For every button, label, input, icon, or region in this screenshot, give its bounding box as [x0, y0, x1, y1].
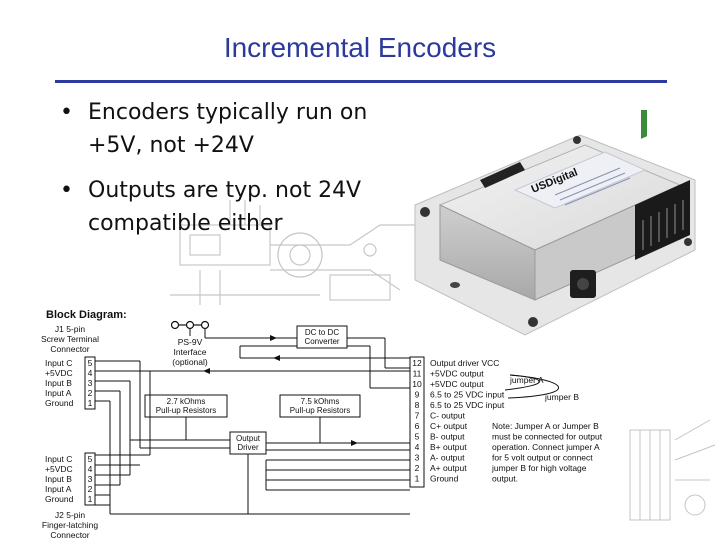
note-line: for 5 volt output or connect — [492, 453, 593, 463]
jumper-a-label: jumper A — [509, 375, 544, 385]
jumper-note: Note: Jumper A or Jumper B must be conne… — [491, 421, 603, 484]
j2-pin-number: 3 — [88, 474, 93, 484]
output-pin-number: 12 — [412, 358, 422, 368]
j2-label: Connector — [50, 530, 89, 540]
note-line: must be connected for output — [492, 432, 603, 442]
j1-pin-name: Input C — [45, 358, 72, 368]
slide-title: Incremental Encoders — [223, 32, 497, 63]
output-pin-name: B+ output — [430, 442, 467, 452]
j2-label: Finger-latching — [42, 520, 98, 530]
ps9v-label: (optional) — [172, 357, 208, 367]
encoder-device-photo: USDigital — [414, 110, 696, 336]
dc-converter-box — [296, 325, 348, 349]
j1-label: Screw Terminal — [41, 334, 99, 344]
j1-pin-name: Input A — [45, 388, 72, 398]
j1-pin-name: +5VDC — [45, 368, 73, 378]
j2-pin-name: Input A — [45, 484, 72, 494]
output-pin-name: C- output — [430, 411, 466, 421]
jumper-lines — [504, 374, 559, 399]
diagram-wiring — [95, 328, 411, 515]
j1-pins: Input C +5VDC Input B Input A Ground 5 4… — [45, 356, 96, 410]
ps9v-connector-icon — [170, 320, 210, 330]
output-pin-number: 2 — [415, 463, 420, 473]
output-pin-number: 4 — [415, 442, 420, 452]
output-pin-name: C+ output — [430, 421, 468, 431]
output-driver-label: Output — [236, 434, 261, 443]
output-pins: 12 11 10 9 8 7 6 5 4 3 2 1 Output driver… — [412, 358, 505, 484]
dc-converter-label: Converter — [304, 337, 339, 346]
j2-pins: Input C +5VDC Input B Input A Ground 5 4… — [45, 452, 96, 506]
block-diagram-heading: Block Diagram: — [46, 309, 127, 321]
output-pin-name: 6.5 to 25 VDC input — [430, 400, 505, 410]
output-pin-number: 10 — [412, 379, 422, 389]
j2-label: J2 5-pin — [55, 510, 86, 520]
j1-pin-name: Input B — [45, 378, 72, 388]
resistor-2k7-label: Pull-up Resistors — [156, 406, 216, 415]
j2-pin-number: 1 — [88, 494, 93, 504]
output-pin-name: +5VDC output — [430, 379, 484, 389]
output-pin-number: 5 — [415, 432, 420, 442]
bullet-item: Encoders typically run on +5V, not +24V — [58, 96, 418, 162]
diagram-arrows — [203, 335, 358, 446]
output-pin-number: 11 — [413, 369, 422, 379]
j1-pin-number: 2 — [88, 388, 93, 398]
resistor-2k7-label: 2.7 kOhms — [167, 397, 206, 406]
j1-pin-number: 3 — [88, 378, 93, 388]
note-line: operation. Connect jumper A — [492, 442, 600, 452]
output-pin-name: A+ output — [430, 463, 467, 473]
output-pin-name: +5VDC output — [430, 369, 484, 379]
output-pin-number: 8 — [415, 400, 420, 410]
output-pin-number: 1 — [415, 474, 420, 484]
output-pin-name: Ground — [430, 474, 459, 484]
ps9v-label: Interface — [173, 347, 206, 357]
bullet-item: Outputs are typ. not 24V compatible eith… — [58, 174, 418, 240]
j2-pin-number: 2 — [88, 484, 93, 494]
output-driver-label: Driver — [237, 443, 259, 452]
resistor-7k5-label: Pull-up Resistors — [290, 406, 350, 415]
j2-pin-name: Ground — [45, 494, 74, 504]
output-pin-number: 6 — [415, 421, 420, 431]
j1-pin-name: Ground — [45, 398, 74, 408]
output-pin-name: 6.5 to 25 VDC input — [430, 390, 505, 400]
note-line: jumper B for high voltage — [491, 463, 587, 473]
note-line: Note: Jumper A or Jumper B — [492, 421, 599, 431]
output-pin-name: A- output — [430, 453, 465, 463]
j1-label: Connector — [50, 344, 89, 354]
note-line: output. — [492, 474, 518, 484]
block-diagram: Block Diagram: J1 5-pin Screw Terminal C… — [41, 309, 603, 540]
output-pin-number: 9 — [415, 390, 420, 400]
j1-pin-number: 4 — [88, 368, 93, 378]
j2-pin-name: Input B — [45, 474, 72, 484]
j1-pin-number: 5 — [88, 358, 93, 368]
title-underline — [55, 80, 667, 83]
ps9v-label: PS-9V — [178, 337, 203, 347]
j2-pin-number: 5 — [88, 454, 93, 464]
output-pin-number: 7 — [415, 411, 420, 421]
j2-pin-number: 4 — [88, 464, 93, 474]
j1-label: J1 5-pin — [55, 324, 86, 334]
output-pin-name: B- output — [430, 432, 465, 442]
dc-converter-label: DC to DC — [305, 328, 339, 337]
j1-pin-number: 1 — [88, 398, 93, 408]
bullet-list: Encoders typically run on +5V, not +24V … — [58, 96, 418, 252]
output-terminal-block — [409, 356, 425, 488]
j2-pin-name: +5VDC — [45, 464, 73, 474]
j2-pin-name: Input C — [45, 454, 72, 464]
jumper-b-label: jumper B — [544, 392, 579, 402]
resistor-7k5-label: 7.5 kOhms — [301, 397, 340, 406]
background-sketch-image — [629, 419, 716, 521]
output-pin-number: 3 — [415, 453, 420, 463]
output-pin-name: Output driver VCC — [430, 358, 499, 368]
